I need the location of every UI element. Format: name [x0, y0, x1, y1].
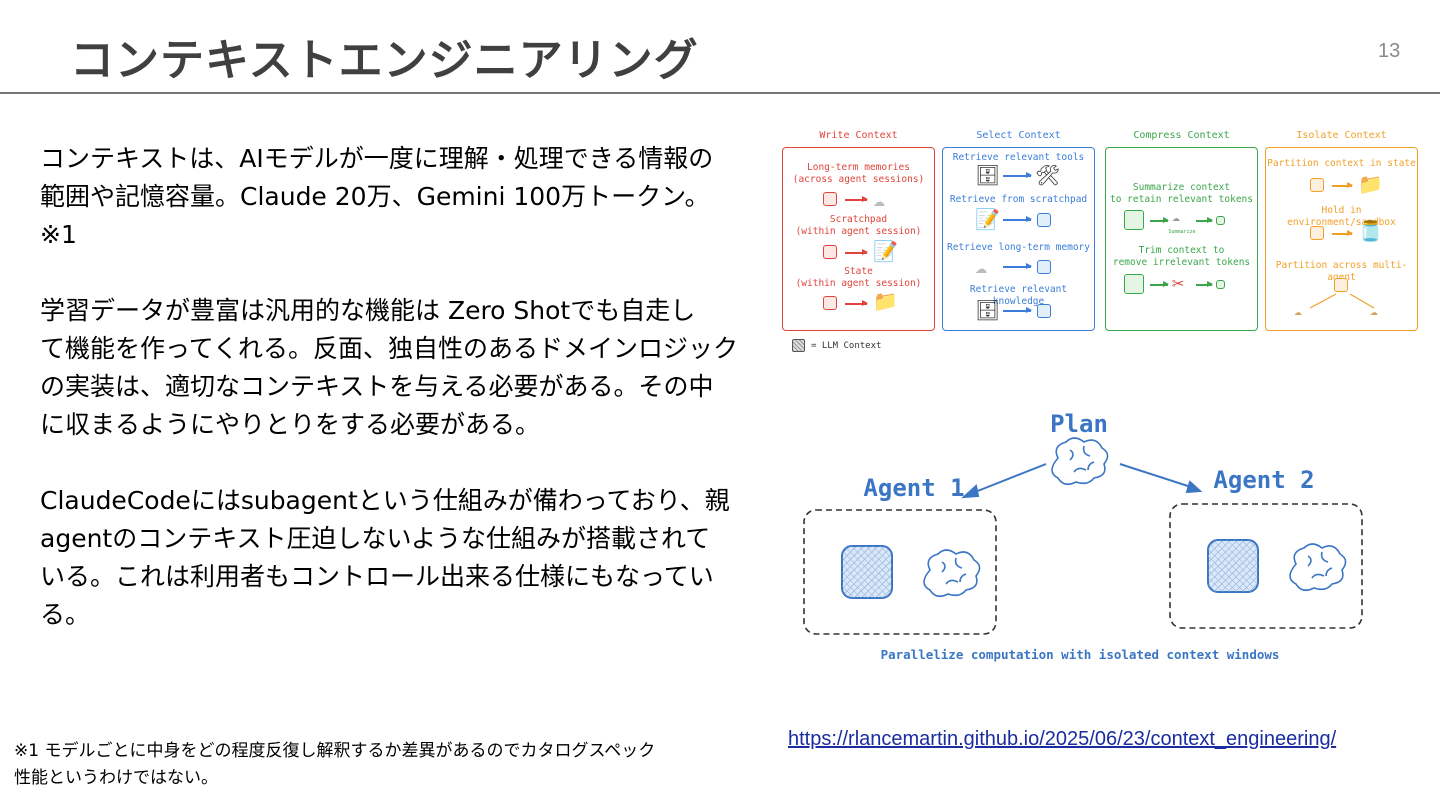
context-square	[1124, 274, 1144, 294]
arrow-icon	[1003, 307, 1032, 313]
arrow-icon	[1003, 172, 1032, 178]
reference-link[interactable]: https://rlancemartin.github.io/2025/06/2…	[788, 728, 1337, 750]
arrow-icon	[1196, 281, 1213, 287]
context-square	[1124, 210, 1144, 230]
agent2-label: Agent 2	[1213, 466, 1314, 494]
body-text: コンテキストは、AIモデルが一度に理解・処理できる情報の 範囲や記憶容量。Cla…	[40, 140, 750, 672]
write-item-scratchpad: Scratchpad (within agent session)	[795, 214, 922, 237]
select-context-title: Select Context	[976, 130, 1061, 141]
context-square	[1037, 304, 1051, 318]
arrow-icon	[845, 249, 868, 255]
arrow-icon	[1150, 217, 1169, 223]
arrow-icon	[1332, 182, 1353, 188]
agent1-brain-icon	[923, 549, 981, 598]
arrow-icon	[845, 196, 868, 202]
isolate-item-multi-agent: Partition across multi-agent	[1275, 260, 1408, 283]
context-square	[1037, 260, 1051, 274]
compress-item-summarize: Summarize context to retain relevant tok…	[1110, 182, 1253, 205]
context-square	[1310, 226, 1324, 240]
context-square	[823, 296, 837, 310]
isolate-context-title: Isolate Context	[1296, 130, 1387, 141]
context-square	[1216, 216, 1225, 225]
agent1-label: Agent 1	[863, 474, 964, 502]
agent2-context-window	[1169, 503, 1363, 629]
select-item-tools: Retrieve relevant tools	[952, 152, 1085, 163]
context-square	[1216, 280, 1225, 289]
header-divider	[0, 92, 1440, 94]
paragraph-subagent: ClaudeCodeにはsubagentという仕組みが備わっており、親 agen…	[40, 486, 730, 629]
arrow-icon	[961, 463, 1047, 499]
arrow-icon	[1119, 463, 1203, 494]
slide-title: コンテキストエンジニアリング	[70, 35, 699, 86]
notepad-icon: 📝	[873, 239, 898, 263]
isolate-item-sandbox: Hold in environment/sandbox	[1287, 205, 1396, 228]
legend-label: = LLM Context	[811, 340, 882, 351]
cloud-memory-icon: ☁	[975, 254, 988, 278]
plan-label: Plan	[1050, 410, 1108, 438]
context-square	[1310, 178, 1324, 192]
write-context-column: Write Context Long-term memories (across…	[782, 125, 935, 331]
diagram-caption: Parallelize computation with isolated co…	[881, 647, 1280, 662]
context-square	[823, 192, 837, 206]
page-number: 13	[1378, 40, 1401, 62]
context-square	[1334, 278, 1348, 292]
folder-icon: 📁	[1358, 172, 1383, 196]
select-item-scratchpad: Retrieve from scratchpad	[949, 194, 1088, 205]
file-cabinet-icon: 🗄	[975, 298, 1001, 322]
brain-icon: ☁	[1172, 210, 1180, 225]
write-context-title: Write Context	[819, 130, 898, 141]
summarize-tag: Summarize	[1168, 229, 1196, 235]
arrow-icon	[845, 300, 868, 306]
folder-icon: 📁	[873, 289, 898, 313]
arrow-icon	[1196, 217, 1213, 223]
brain-icon: ☁	[1370, 304, 1378, 319]
arrow-icon	[1332, 230, 1353, 236]
legend-swatch	[792, 339, 805, 352]
multi-agent-arrows	[1309, 293, 1375, 309]
context-square	[823, 245, 837, 259]
cloud-memory-icon: ☁	[873, 187, 886, 211]
file-cabinet-icon: 🗄	[975, 163, 1001, 187]
paragraph-domain-logic: 学習データが豊富は汎用的な機能は Zero Shotでも自走し て機能を作ってく…	[40, 296, 739, 439]
legend: = LLM Context	[792, 339, 881, 352]
brain-icon: ☁	[1294, 304, 1302, 319]
isolate-item-state: Partition context in state	[1267, 158, 1416, 169]
parallel-agents-diagram: Plan Agent 1 Agent 2 Parallelize computa…	[803, 410, 1363, 662]
scissors-icon: ✂	[1172, 271, 1185, 295]
write-item-state: State (within agent session)	[795, 266, 922, 289]
context-square	[1037, 213, 1051, 227]
arrow-icon	[1150, 281, 1169, 287]
compress-context-title: Compress Context	[1133, 130, 1230, 141]
jar-icon: 🫙	[1358, 219, 1383, 243]
arrow-icon	[1003, 216, 1032, 222]
paragraph-context-definition: コンテキストは、AIモデルが一度に理解・処理できる情報の 範囲や記憶容量。Cla…	[40, 144, 714, 249]
arrow-icon	[1003, 263, 1032, 269]
select-item-knowledge: Retrieve relevant knowledge	[969, 284, 1068, 307]
select-item-long-term: Retrieve long-term memory	[947, 242, 1090, 253]
plan-brain-icon	[1051, 437, 1109, 486]
compress-context-column: Compress Context Summarize context to re…	[1105, 125, 1258, 331]
isolate-context-column: Isolate Context Partition context in sta…	[1265, 125, 1418, 331]
write-item-long-term: Long-term memories (across agent session…	[792, 162, 925, 185]
footnote: ※1 モデルごとに中身をどの程度反復し解釈するか差異があるのでカタログスペック …	[14, 741, 656, 788]
select-context-column: Select Context Retrieve relevant tools 🗄…	[942, 125, 1095, 331]
notepad-icon: 📝	[975, 207, 1000, 231]
compress-item-trim: Trim context to remove irrelevant tokens	[1112, 245, 1251, 268]
agent2-brain-icon	[1289, 543, 1347, 592]
context-strategies-diagram: Write Context Long-term memories (across…	[780, 125, 1420, 355]
agent1-context-window	[803, 509, 997, 635]
tools-icon: 🛠	[1035, 163, 1061, 187]
